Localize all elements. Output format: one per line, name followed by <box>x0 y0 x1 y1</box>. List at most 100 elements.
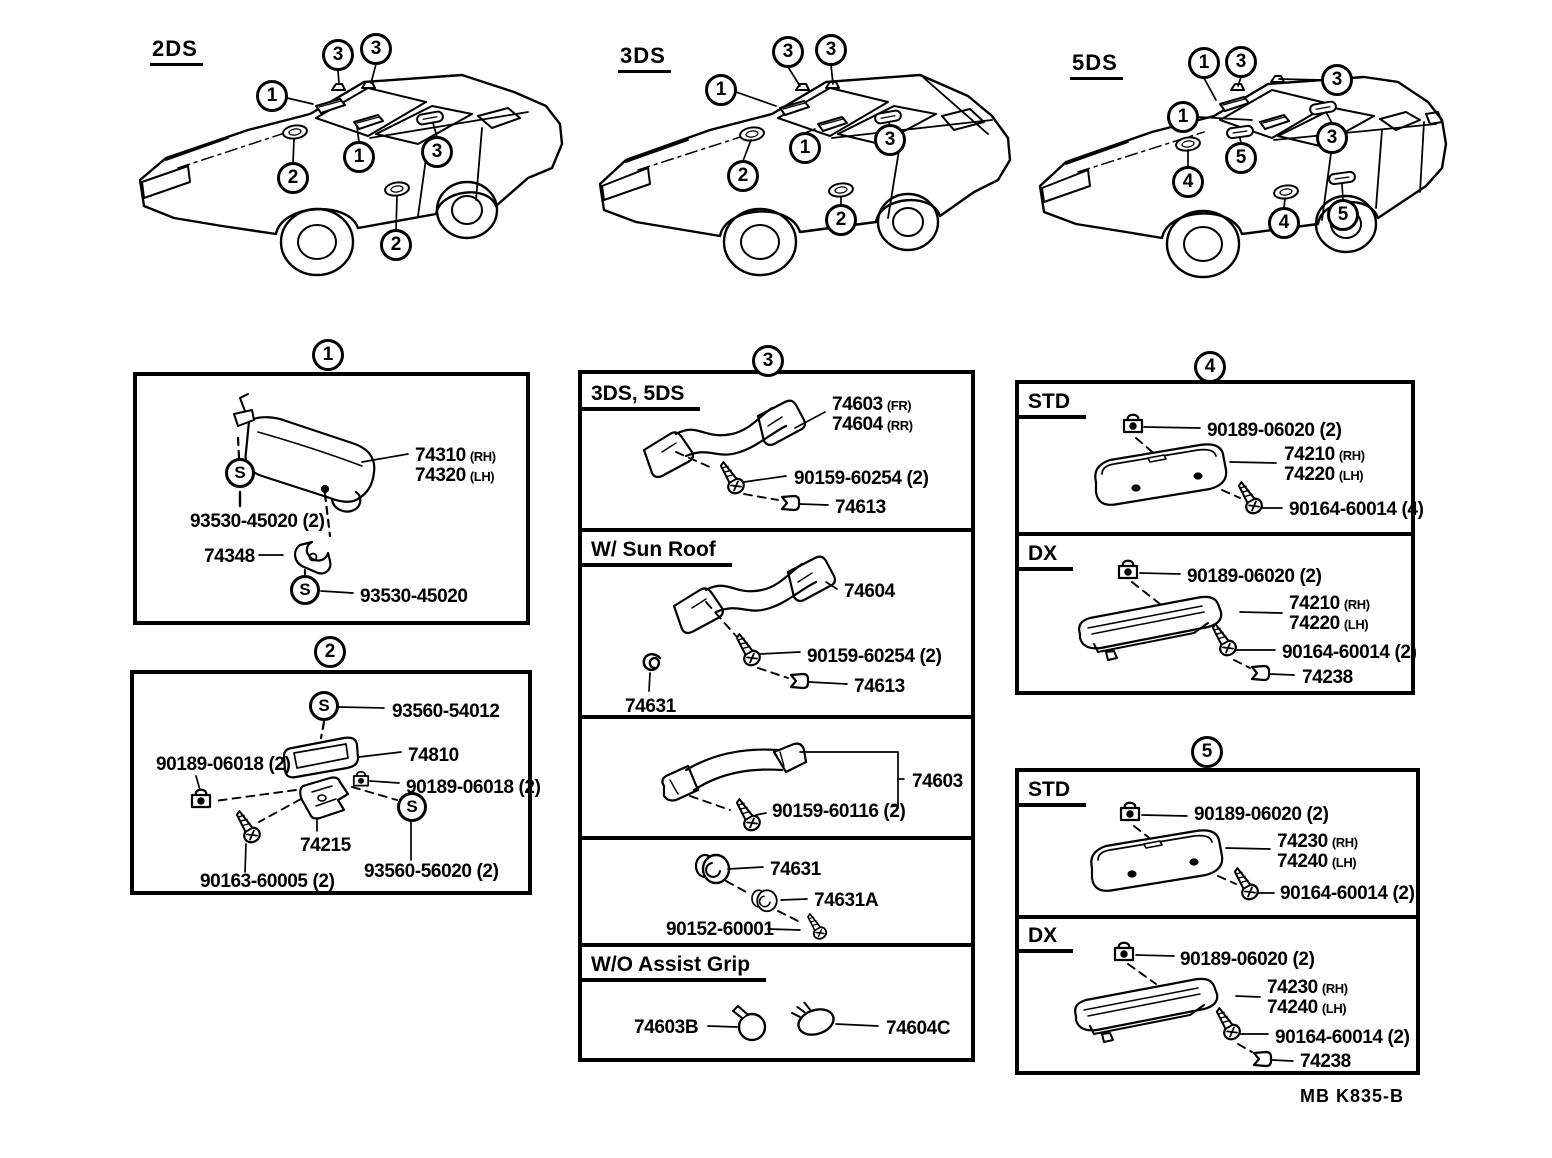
part-number: 74240 <box>1267 996 1318 1018</box>
part-label-plug-rear: 74604C <box>886 1018 951 1039</box>
callout-1: 1 <box>789 132 821 164</box>
part-number: 74230 <box>1277 831 1328 852</box>
section-divider <box>582 528 971 532</box>
callout-5: 5 <box>1327 199 1359 231</box>
callout-3: 3 <box>360 33 392 65</box>
part-label-screw: 90152-60001 <box>666 919 774 940</box>
part-label-screw-top: 93560-54012 <box>392 701 500 722</box>
part-label-cap: 74238 <box>1300 1051 1351 1072</box>
section-header-dx: DX <box>1019 540 1074 571</box>
car-label-3ds: 3DS <box>618 43 671 73</box>
box3-assist-grips: 3DS, 5DS 74603(FR) 74604(RR) 90159-60254… <box>578 370 975 1062</box>
s-marker: S <box>225 458 255 488</box>
part-label-grip: 74604 <box>844 581 895 602</box>
callout-3: 3 <box>1225 46 1257 78</box>
box2-number: 2 <box>314 636 346 668</box>
part-label-clip: 74613 <box>854 676 905 697</box>
part-label-clip: 90189-06020 (2) <box>1207 420 1342 441</box>
section-header-std: STD <box>1019 776 1086 807</box>
s-marker: S <box>309 691 339 721</box>
part-label-screw: 90164-60014 (2) <box>1275 1027 1410 1048</box>
part-label-screw: 90159-60254 (2) <box>794 468 929 489</box>
section-divider <box>582 943 971 947</box>
section-divider <box>1019 915 1416 919</box>
part-side: (RH) <box>1343 597 1370 612</box>
callout-3: 3 <box>874 124 906 156</box>
part-side: (RR) <box>886 417 913 433</box>
part-side: (LH) <box>1321 1000 1347 1016</box>
callout-2: 2 <box>825 204 857 236</box>
car-label-5ds: 5DS <box>1070 50 1123 80</box>
part-side: (RH) <box>1338 448 1365 463</box>
page-code: MB K835-B <box>1300 1086 1405 1106</box>
callout-4: 4 <box>1172 166 1204 198</box>
part-label-clip: 90189-06020 (2) <box>1187 566 1322 587</box>
part-label-tray: 74810 <box>408 745 459 766</box>
callout-1: 1 <box>343 141 375 173</box>
part-label-clip: 74613 <box>835 497 886 518</box>
part-number: 74240 <box>1277 850 1328 872</box>
callout-2: 2 <box>380 229 412 261</box>
part-number: 74220 <box>1289 612 1340 634</box>
part-number: 74210 <box>1284 444 1335 465</box>
part-label-screw: 90164-60014 (2) <box>1280 883 1415 904</box>
part-label-grip: 74603(FR) 74604(RR) <box>832 395 913 435</box>
callout-3: 3 <box>1321 64 1353 96</box>
part-label-plug-front: 74603B <box>634 1017 699 1038</box>
part-label-screw-bottom: 93530-45020 <box>360 586 468 607</box>
part-number: 74220 <box>1284 463 1335 485</box>
callout-1: 1 <box>256 80 288 112</box>
part-label-armrest: 74230(RH) 74240(LH) <box>1277 832 1358 872</box>
callout-1: 1 <box>1188 47 1220 79</box>
section-divider <box>1019 532 1411 536</box>
part-label-screw: 90159-60254 (2) <box>807 646 942 667</box>
part-side: (LH) <box>469 468 495 484</box>
part-number: 74210 <box>1289 593 1340 614</box>
part-label-visor: 74310(RH) 74320(LH) <box>415 446 496 486</box>
callout-3: 3 <box>815 34 847 66</box>
box3-number: 3 <box>752 345 784 377</box>
part-label-plug: 74631 <box>770 859 821 880</box>
part-label-clip: 90189-06020 (2) <box>1194 804 1329 825</box>
part-number: 74603 <box>832 394 883 415</box>
part-label-armrest: 74210(RH) 74220(LH) <box>1289 594 1370 634</box>
callout-2: 2 <box>727 160 759 192</box>
part-label-clip-right: 90189-06018 (2) <box>406 777 541 798</box>
s-marker: S <box>290 575 320 605</box>
box4-number: 4 <box>1194 351 1226 383</box>
car-label-2ds: 2DS <box>150 36 203 66</box>
part-label-screw: 90159-60116 (2) <box>772 801 906 822</box>
part-label-clip: 90189-06020 (2) <box>1180 949 1315 970</box>
part-label-screw-top: 93530-45020 (2) <box>190 511 325 532</box>
section-header-sun-roof: W/ Sun Roof <box>582 536 732 567</box>
section-header-dx: DX <box>1019 922 1074 953</box>
part-side: (RH) <box>1321 981 1348 996</box>
box5-number: 5 <box>1191 736 1223 768</box>
callout-1: 1 <box>705 74 737 106</box>
part-label-screw-right: 93560-56020 (2) <box>364 861 499 882</box>
part-label-hook: 74631 <box>625 696 676 717</box>
part-label-screw: 90164-60014 (2) <box>1282 642 1417 663</box>
box1-sun-visor: 74310(RH) 74320(LH) 93530-45020 (2) 7434… <box>133 372 530 625</box>
part-number: 74320 <box>415 464 466 486</box>
section-divider <box>582 836 971 840</box>
box4-front-armrest: STD 90189-06020 (2) 74210(RH) 74220(LH) … <box>1015 380 1424 695</box>
callout-3: 3 <box>772 36 804 68</box>
part-number: 74230 <box>1267 977 1318 998</box>
part-side: (LH) <box>1343 616 1369 632</box>
box2-door-pull: 93560-54012 74810 90189-06018 (2) 90189-… <box>130 670 541 895</box>
section-header-std: STD <box>1019 388 1086 419</box>
part-side: (LH) <box>1338 467 1364 483</box>
callout-3: 3 <box>421 136 453 168</box>
section-header-3ds-5ds: 3DS, 5DS <box>582 380 701 411</box>
part-label-armrest: 74210(RH) 74220(LH) <box>1284 445 1365 485</box>
part-label-strap: 74603 <box>912 771 963 792</box>
part-label-screw-left: 90163-60005 (2) <box>200 871 335 892</box>
part-label-armrest: 74230(RH) 74240(LH) <box>1267 978 1348 1018</box>
box1-number: 1 <box>312 339 344 371</box>
part-label-holder: 74348 <box>204 546 255 567</box>
s-marker: S <box>397 792 427 822</box>
section-header-wo-assist-grip: W/O Assist Grip <box>582 951 767 982</box>
callout-5: 5 <box>1225 142 1257 174</box>
